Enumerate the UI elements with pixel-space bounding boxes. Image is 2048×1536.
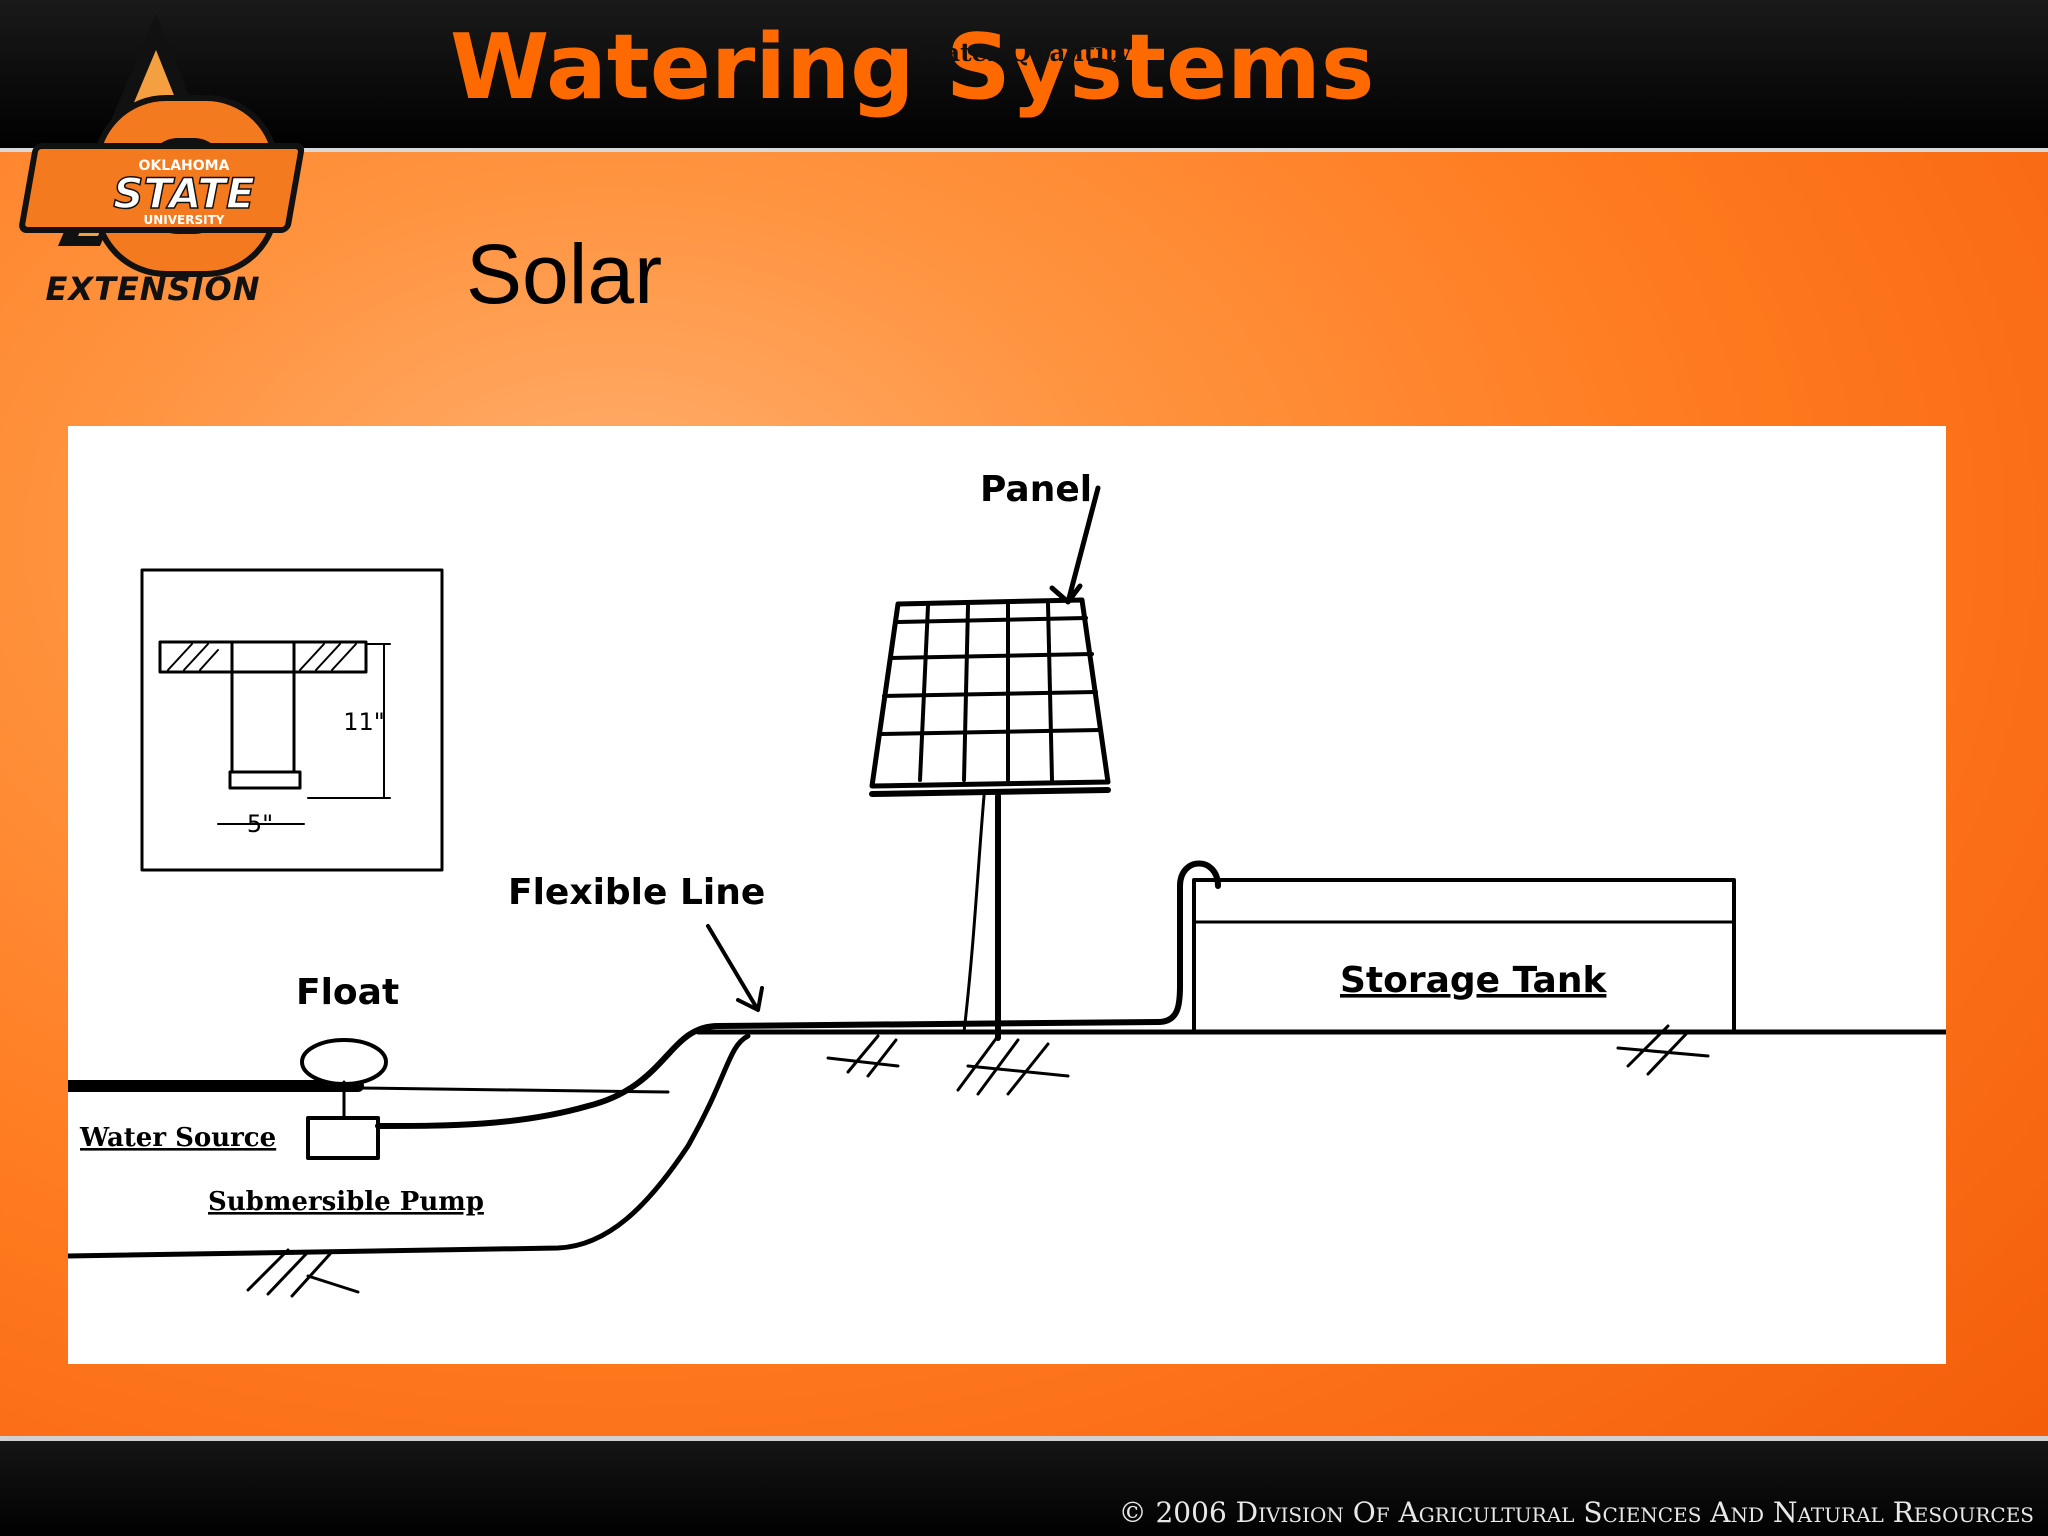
label-storage-tank: Storage Tank: [1340, 960, 1607, 1001]
pump-inset-detail: 11" 5": [140, 568, 444, 872]
storage-tank-shape: [1192, 878, 1736, 1034]
logo-text-state: STATE: [113, 169, 255, 218]
label-submersible-pump: Submersible Pump: [208, 1187, 484, 1217]
label-flexible-line: Flexible Line: [508, 872, 765, 913]
header-bar: [0, 0, 2048, 152]
water-surface-line-thin: [356, 1086, 670, 1094]
slide-title: Watering Systems: [450, 15, 1375, 120]
grass-tufts: [246, 1024, 1710, 1298]
submersible-pump-shape: [306, 1116, 380, 1160]
label-panel: Panel: [980, 469, 1092, 510]
solar-diagram: 11" 5": [68, 426, 1946, 1364]
flexible-line-arrow: [706, 924, 764, 1012]
panel-arrow: [1049, 485, 1101, 605]
footer-bar: © 2006 Division Of Agricultural Sciences…: [0, 1436, 2048, 1536]
slide-subtitle: Solar: [466, 227, 663, 321]
copyright-text: © 2006 Division Of Agricultural Sciences…: [1118, 1496, 2034, 1529]
inset-height-label: 11": [343, 708, 385, 736]
inset-width-label: 5": [247, 810, 273, 838]
pond-bottom: [68, 1033, 751, 1259]
logo-text-university: UNIVERSITY: [144, 213, 225, 227]
logo-text-extension: EXTENSION: [46, 270, 261, 308]
label-water-source: Water Source: [79, 1123, 276, 1153]
solar-panel-shape: [869, 597, 1111, 797]
label-float: Float: [296, 972, 399, 1013]
float-shape: [300, 1038, 388, 1086]
logo-banner: [19, 143, 305, 233]
logo-text-oklahoma: OKLAHOMA: [139, 158, 230, 174]
flexible-line-pipe: [375, 1019, 1161, 1129]
osu-extension-logo: OKLAHOMA STATE UNIVERSITY EXTENSION: [19, 14, 305, 308]
overlay-label: Water Quantity: [918, 38, 1131, 67]
